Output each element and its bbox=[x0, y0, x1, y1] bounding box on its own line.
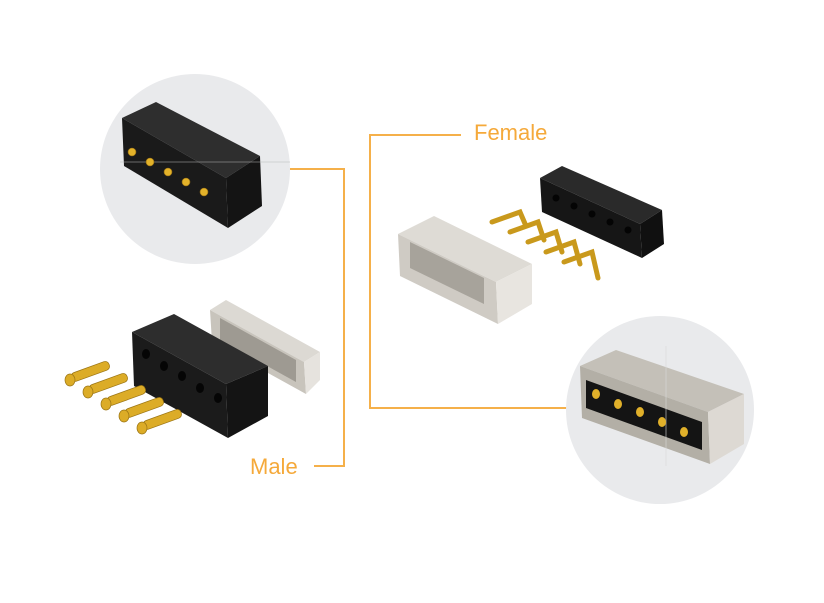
male-pogo-pins-icon bbox=[64, 361, 182, 435]
male-callout-line-bottom bbox=[314, 465, 345, 467]
female-right-angle-pins-icon bbox=[489, 208, 601, 281]
female-label: Female bbox=[474, 120, 548, 145]
female-callout-line-top bbox=[369, 134, 461, 136]
female-callout-line-vertical bbox=[369, 134, 371, 409]
male-label: Male bbox=[250, 454, 298, 479]
female-callout-line-bottom bbox=[369, 407, 569, 409]
male-callout-line-top bbox=[287, 168, 345, 170]
female-shell-closeup-icon bbox=[580, 346, 744, 466]
male-callout-line-vertical bbox=[343, 168, 345, 466]
female-housing-icon bbox=[540, 166, 664, 258]
male-housing-icon bbox=[132, 314, 268, 438]
male-shell-icon bbox=[210, 300, 320, 394]
male-housing-closeup-icon bbox=[120, 102, 290, 228]
female-shell-icon bbox=[398, 216, 532, 324]
